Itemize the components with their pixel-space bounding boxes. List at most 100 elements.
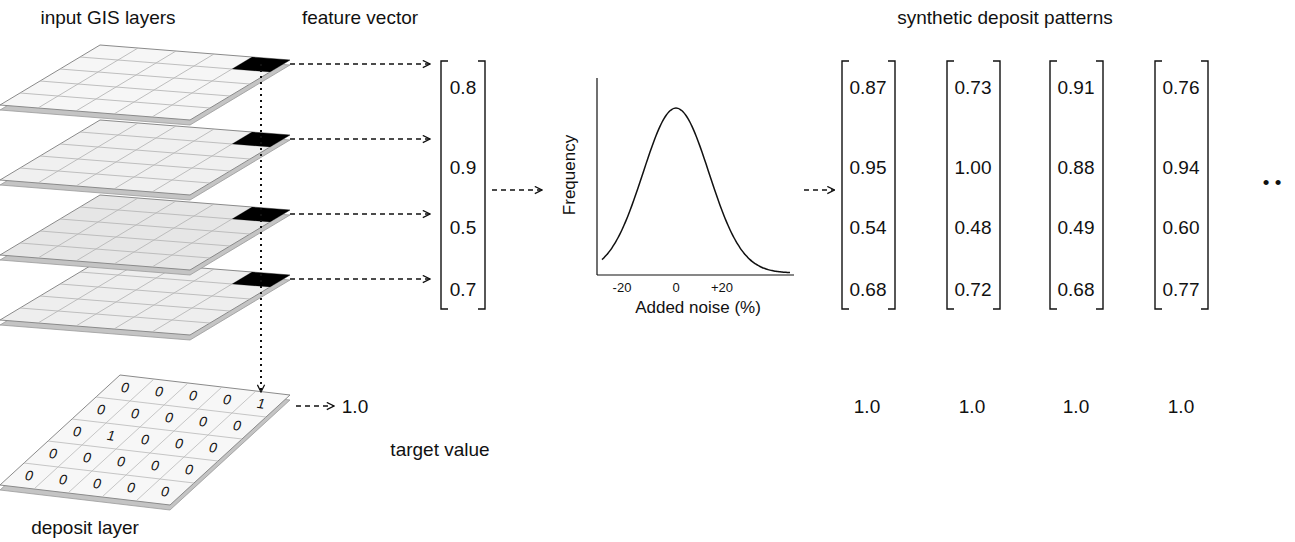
layer-surface	[0, 375, 290, 505]
vector-value: 0.8	[450, 78, 476, 99]
noise-distribution-chart: Frequency -20 0 +20Added noise (%)	[548, 70, 798, 320]
dashed-arrow	[492, 189, 542, 190]
deposit-grid	[0, 375, 290, 510]
gis-layer	[0, 260, 290, 340]
gis-layer	[0, 120, 290, 200]
grid-line	[60, 284, 250, 299]
vector-value: 0.54	[850, 218, 887, 239]
grid-line	[20, 93, 210, 108]
tick-label: 0	[672, 281, 679, 295]
bracket-right	[1096, 61, 1103, 309]
vector-value: 1.00	[955, 158, 992, 179]
vector-value: 0.88	[1058, 158, 1095, 179]
vector-value: 0.94	[1163, 158, 1200, 179]
vector-value: 0.87	[850, 78, 887, 99]
grid-line	[76, 51, 176, 111]
target-value: 1.0	[342, 397, 368, 418]
vector-value: 0.72	[955, 280, 992, 301]
grid-line	[60, 219, 250, 234]
grid-line	[60, 69, 250, 84]
vector-value: 0.91	[1058, 78, 1095, 99]
grid-line	[68, 383, 188, 493]
vector-value: 0.5	[450, 218, 476, 239]
grid-line	[114, 204, 214, 264]
grid-line	[96, 397, 266, 417]
bracket-right	[1201, 61, 1208, 309]
target-value: 1.0	[854, 397, 880, 418]
tick-label: +20	[711, 281, 733, 295]
sample-cell	[232, 132, 290, 147]
layer-surface	[0, 195, 290, 270]
bracket-left	[947, 61, 954, 309]
dashed-arrow	[804, 189, 835, 190]
y-axis	[596, 78, 597, 275]
grid-line	[38, 263, 138, 323]
dashed-arrow	[290, 278, 430, 279]
axis-title: Frequency	[561, 135, 580, 215]
layer-caption: deposit layer	[31, 518, 139, 539]
grid-line	[102, 387, 222, 497]
grid-line	[114, 129, 214, 189]
target-value: 1.0	[1168, 397, 1194, 418]
grid-line	[72, 419, 242, 439]
axis-title: Added noise (%)	[635, 299, 761, 318]
grid-line	[136, 391, 256, 501]
vector-value: 0.49	[1058, 218, 1095, 239]
bracket-left	[441, 61, 448, 309]
vector-value: 0.68	[1058, 280, 1095, 301]
vector-value: 0.95	[850, 158, 887, 179]
x-axis	[597, 274, 794, 275]
vector-value: 0.68	[850, 280, 887, 301]
vector-value: 0.76	[1163, 78, 1200, 99]
grid-line	[40, 156, 230, 171]
grid-line	[76, 201, 176, 261]
layer-surface	[0, 45, 290, 120]
value-vector: 0.76 0.94 0.60 0.77	[1154, 60, 1209, 310]
grid-line	[20, 308, 210, 323]
vector-value: 0.73	[955, 78, 992, 99]
continuation-dots: • •	[1263, 173, 1282, 194]
target-value: 1.0	[959, 397, 985, 418]
dashed-arrow	[296, 405, 334, 406]
grid-line	[114, 54, 214, 114]
vector-value: 0.7	[450, 280, 476, 301]
bracket-left	[1155, 61, 1162, 309]
layer-surface	[0, 120, 290, 195]
dashed-arrow	[290, 63, 430, 64]
section-heading: feature vector	[302, 8, 418, 29]
grid-line	[38, 198, 138, 258]
grid-line	[20, 168, 210, 183]
bracket-right	[888, 61, 895, 309]
grid-line	[20, 243, 210, 258]
vector-value: 0.48	[955, 218, 992, 239]
grid-line	[40, 231, 230, 246]
sample-drop-line	[260, 64, 262, 392]
grid-line	[76, 126, 176, 186]
bracket-right	[478, 61, 485, 309]
axis-caption: target value	[390, 440, 489, 461]
grid-line	[40, 81, 230, 96]
dashed-arrow	[290, 138, 430, 139]
grid-line	[40, 296, 230, 311]
gaussian-curve	[602, 108, 790, 272]
grid-line	[34, 379, 154, 489]
grid-line	[114, 269, 214, 329]
grid-line	[48, 441, 218, 461]
gis-layer	[0, 195, 290, 275]
dashed-arrow	[290, 213, 430, 214]
value-vector: 0.8 0.9 0.5 0.7	[440, 60, 486, 310]
section-heading: input GIS layers	[40, 8, 175, 29]
bracket-left	[1050, 61, 1057, 309]
value-vector: 0.91 0.88 0.49 0.68	[1049, 60, 1104, 310]
vector-value: 0.77	[1163, 280, 1200, 301]
tick-label: -20	[613, 281, 632, 295]
gis-layer	[0, 45, 290, 125]
bracket-right	[993, 61, 1000, 309]
vector-value: 0.9	[450, 158, 476, 179]
grid-line	[24, 463, 194, 483]
target-value: 1.0	[1063, 397, 1089, 418]
vector-value: 0.60	[1163, 218, 1200, 239]
grid-line	[38, 123, 138, 183]
